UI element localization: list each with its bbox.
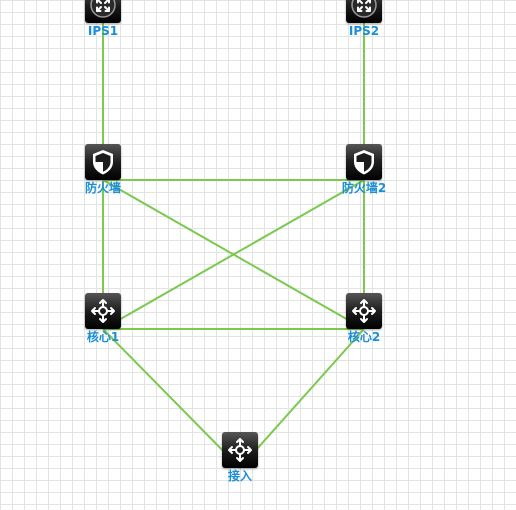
node-ips2[interactable]: IPS2 bbox=[334, 0, 394, 47]
node-ips1[interactable]: IPS1 bbox=[73, 0, 133, 47]
ips-router-icon bbox=[346, 0, 382, 23]
firewall-shield-icon bbox=[346, 144, 382, 180]
node-label-fw2: 防火墙2 bbox=[341, 181, 387, 195]
node-label-fw1: 防火墙 bbox=[84, 181, 121, 195]
core-switch-icon bbox=[346, 293, 382, 329]
node-label-core1: 核心1 bbox=[86, 330, 120, 344]
firewall-shield-icon bbox=[85, 144, 121, 180]
node-label-core2: 核心2 bbox=[347, 330, 381, 344]
core-switch-icon bbox=[85, 293, 121, 329]
node-label-access: 接入 bbox=[227, 469, 252, 483]
node-label-ips1: IPS1 bbox=[87, 24, 119, 38]
node-fw1[interactable]: 防火墙 bbox=[73, 144, 133, 204]
ips-router-icon bbox=[85, 0, 121, 23]
link-core2-access bbox=[239, 328, 365, 469]
node-core1[interactable]: 核心1 bbox=[73, 293, 133, 353]
node-access[interactable]: 接入 bbox=[210, 432, 270, 492]
link-fw2-core1 bbox=[102, 179, 365, 330]
node-core2[interactable]: 核心2 bbox=[334, 293, 394, 353]
node-label-ips2: IPS2 bbox=[348, 24, 380, 38]
node-fw2[interactable]: 防火墙2 bbox=[334, 144, 394, 204]
access-switch-icon bbox=[222, 432, 258, 468]
link-core1-access bbox=[102, 328, 241, 469]
